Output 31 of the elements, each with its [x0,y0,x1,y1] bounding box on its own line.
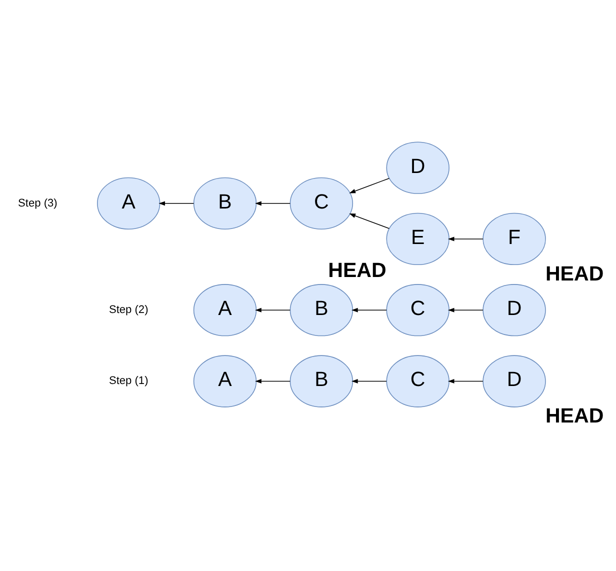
node-label: HEAD [545,262,604,285]
arrow [448,236,484,241]
arrow [352,307,387,312]
label: Step (3) [18,196,58,209]
node-ellipse: B [193,176,257,229]
arrow [255,378,290,383]
node-ellipse: F [482,212,546,265]
node-ellipse: C [290,176,354,229]
arrow [352,378,387,383]
arrow [255,307,290,312]
node-label: HEAD [545,404,604,428]
node-label: HEAD [328,258,386,282]
node-ellipse: B [290,354,354,407]
node-ellipse: D [482,354,546,407]
label: Step (2) [108,304,148,316]
node-ellipse: D [386,141,450,194]
node-ellipse: A [193,284,257,336]
arrow [255,200,290,206]
node-ellipse: B [290,284,354,336]
node-ellipse: C [386,354,450,407]
arrow [158,200,194,206]
arrow [349,177,390,193]
arrow [448,378,484,383]
node-ellipse: A [193,354,257,407]
arrow [448,307,484,312]
node-ellipse: D [482,284,546,336]
label: Step (1) [108,374,148,387]
node-ellipse: A [96,176,160,229]
node-ellipse: E [386,212,450,265]
node-ellipse: C [386,284,450,336]
arrow [349,213,390,228]
